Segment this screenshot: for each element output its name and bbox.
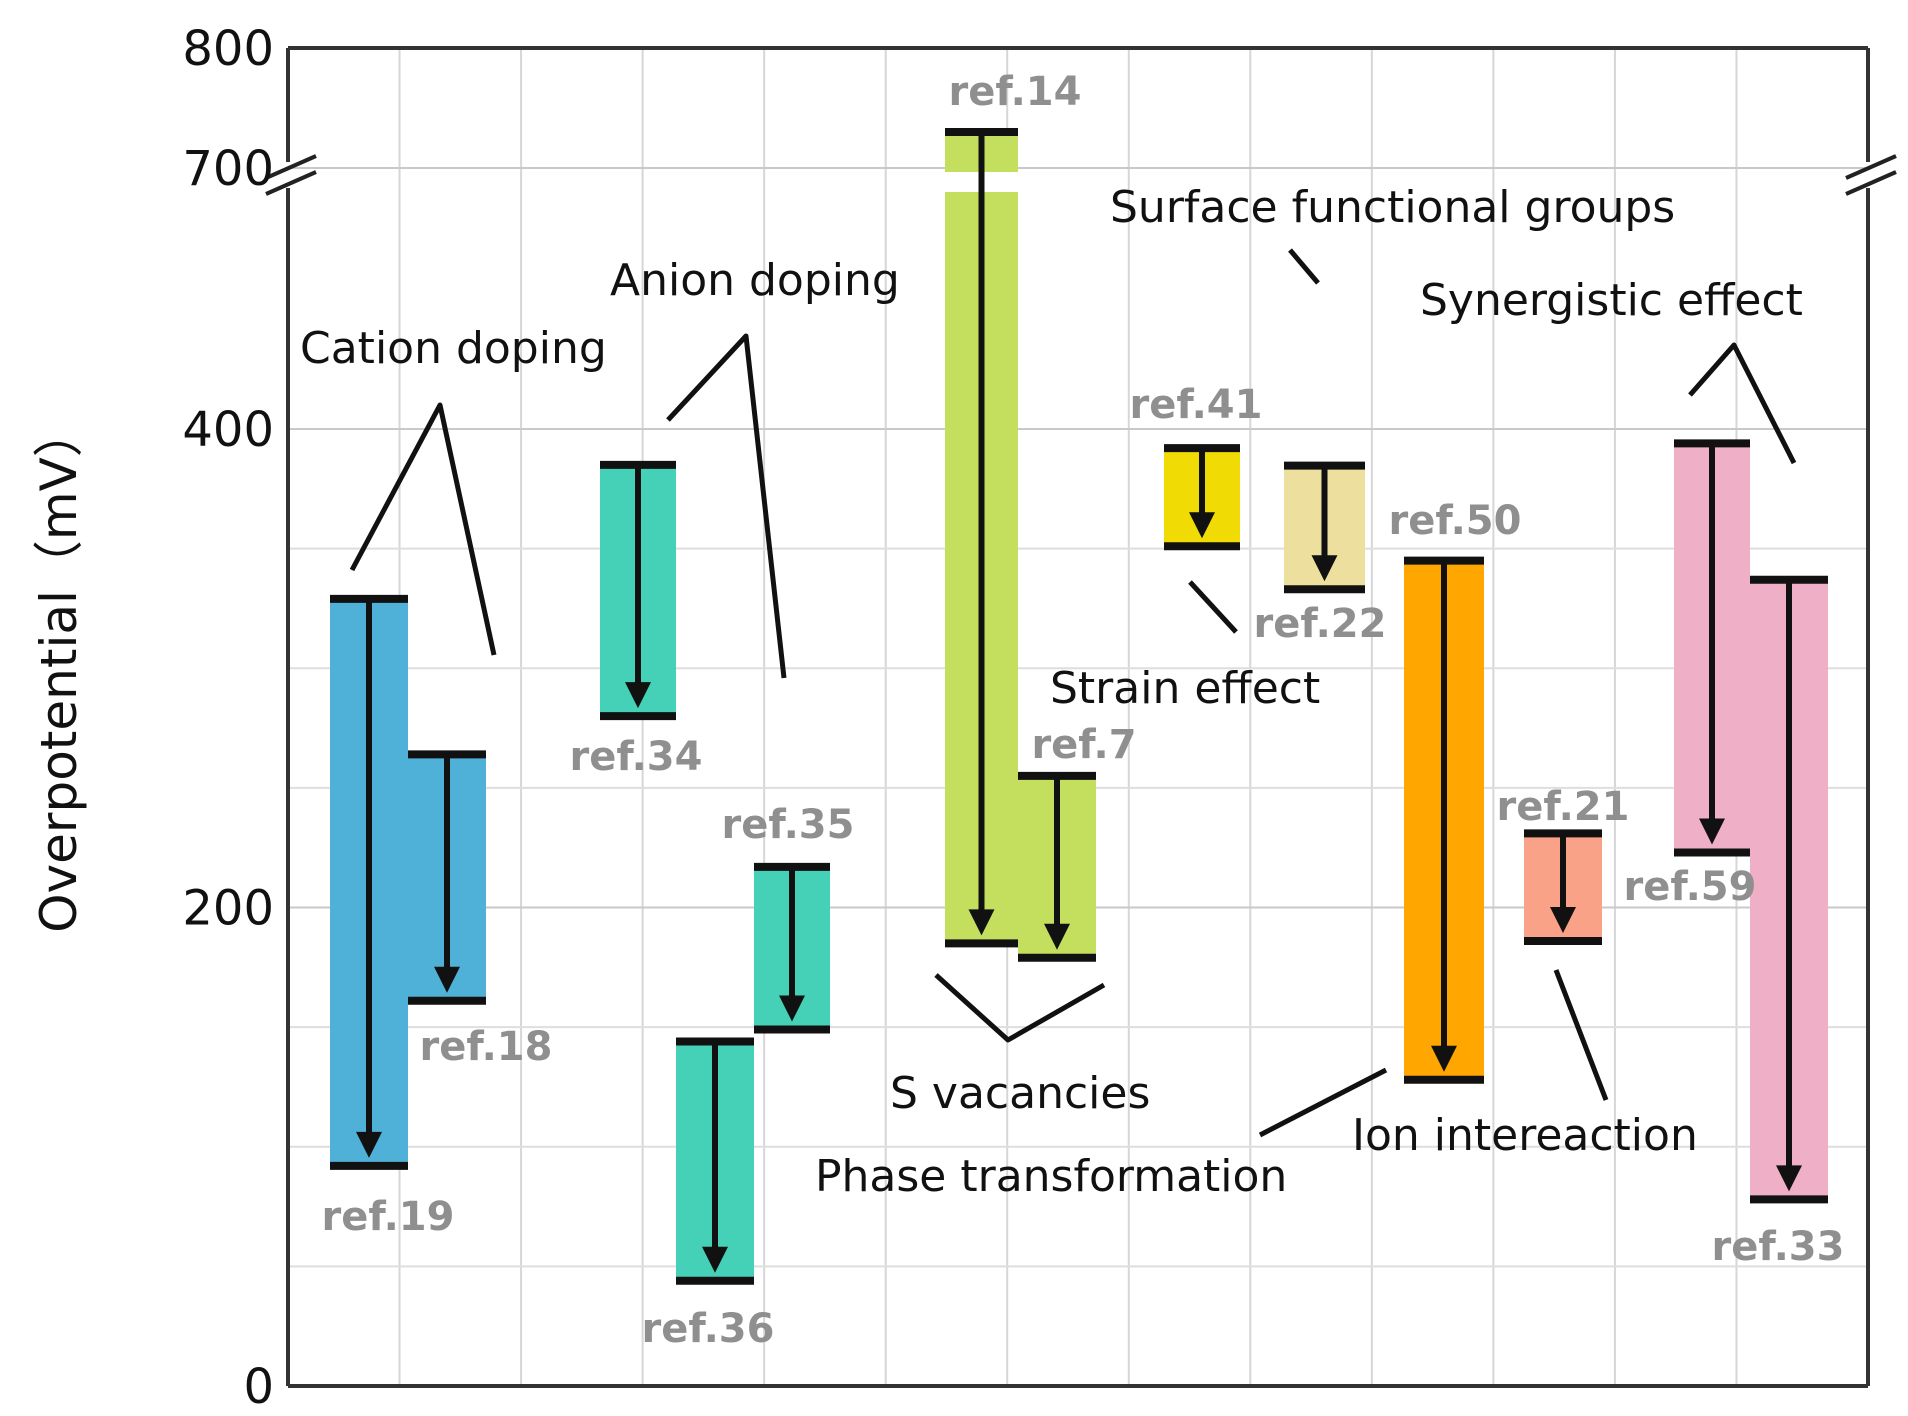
y-tick-label: 200 [182, 881, 274, 937]
axis-break-right [1845, 170, 1897, 196]
decrease-arrow-head [1550, 906, 1576, 933]
ref-label: ref.34 [570, 734, 703, 780]
y-tick-label: 700 [182, 141, 274, 197]
decrease-arrow-head [779, 995, 805, 1022]
ref-label: ref.21 [1497, 784, 1630, 830]
annotation-text: S vacancies [890, 1068, 1150, 1119]
ref-label: ref.14 [949, 69, 1082, 115]
ref-label: ref.7 [1031, 722, 1136, 768]
y-axis-label: Overpotential（mV） [30, 407, 88, 933]
annotation-text: Synergistic effect [1420, 275, 1803, 326]
decrease-arrow-head [1189, 512, 1215, 539]
annotation-leader-line [1553, 969, 1609, 1101]
axis-break-marks [265, 154, 1897, 196]
annotation-leader-line [349, 402, 497, 656]
ref-label: ref.22 [1254, 601, 1387, 647]
annotation-leader-line [934, 973, 1106, 1043]
decrease-arrow-head [1776, 1165, 1802, 1192]
decrease-arrow-head [1311, 555, 1338, 582]
plot-frame [286, 46, 1870, 1388]
axis-break-right [1845, 154, 1897, 180]
annotation-text: Phase transformation [815, 1151, 1287, 1202]
ref-label: ref.19 [322, 1194, 455, 1240]
annotation-text: Surface functional groups [1110, 182, 1675, 233]
y-tick-label: 400 [182, 402, 274, 458]
annotation-leader-line [1288, 248, 1320, 285]
ref-label: ref.33 [1712, 1224, 1845, 1270]
ref-label: ref.50 [1389, 498, 1522, 544]
axis-break-left [265, 170, 317, 196]
bar-break-band [1284, 172, 1365, 192]
annotation-text: Ion intereaction [1352, 1110, 1698, 1161]
ref-label: ref.59 [1624, 864, 1757, 910]
reference-labels: ref.19 ref.18 ref.34 ref.36 ref.35 ref.14 ref.… [322, 69, 1845, 1352]
ref-label: ref.41 [1130, 382, 1263, 428]
decrease-arrow-head [1431, 1045, 1457, 1072]
annotation-leader-line [1188, 580, 1238, 634]
decrease-arrow-head [968, 909, 995, 936]
annotation-leader-line [666, 333, 787, 679]
annotation-text: Anion doping [610, 255, 900, 306]
decrease-arrow-head [1044, 923, 1070, 950]
y-tick-label: 0 [243, 1359, 274, 1415]
decrease-arrow-head [356, 1131, 382, 1158]
ref-label: ref.18 [420, 1024, 553, 1070]
annotation-leader-line [1688, 342, 1797, 465]
decrease-arrow-head [1699, 818, 1725, 845]
decrease-arrow-head [625, 682, 651, 709]
bars [330, 128, 1828, 1285]
axis-break-left [265, 154, 317, 180]
annotation-text: Strain effect [1050, 663, 1320, 714]
ref-label: ref.36 [642, 1306, 775, 1352]
annotation-leader-line [1258, 1067, 1388, 1138]
decrease-arrow-head [702, 1246, 728, 1273]
y-tick-label: 800 [182, 21, 274, 77]
ref-label: ref.35 [722, 802, 855, 848]
annotation-text: Cation doping [300, 323, 607, 374]
decrease-arrow-head [434, 966, 460, 993]
y-tick-labels: 0 200 400 700 800 [182, 21, 274, 1415]
